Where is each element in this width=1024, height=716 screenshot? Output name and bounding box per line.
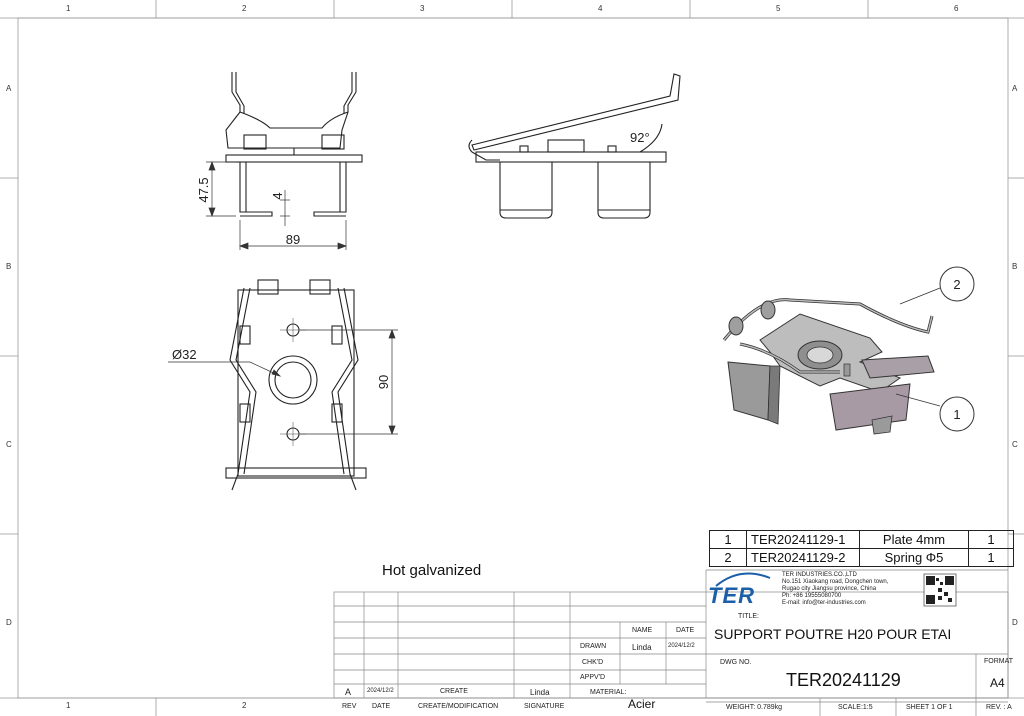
rev-row-desc: CREATE xyxy=(440,688,468,695)
rev-row-rev: A xyxy=(345,687,352,697)
rev-header: REV xyxy=(342,703,357,710)
format-label: FORMAT xyxy=(984,658,1014,665)
dim-width-label: 89 xyxy=(286,232,300,247)
bom-desc: Plate 4mm xyxy=(859,530,969,549)
drawing-title: SUPPORT POUTRE H20 POUR ETAI xyxy=(714,626,952,642)
qr-code xyxy=(923,573,957,607)
dim-gap-label: 4 xyxy=(270,192,285,199)
zone-right-d: D xyxy=(1012,618,1018,627)
zone-right-a: A xyxy=(1012,84,1018,93)
weight: WEIGHT: 0.789kg xyxy=(726,704,783,711)
bom-part: TER20241129-2 xyxy=(746,548,860,567)
dwg-number: TER20241129 xyxy=(786,670,901,690)
bom-desc: Spring Φ5 xyxy=(859,548,969,567)
bom-qty: 1 xyxy=(968,530,1014,549)
name-header: NAME xyxy=(632,627,653,634)
material-label: MATERIAL: xyxy=(590,689,627,696)
top-view xyxy=(225,279,367,491)
company-phone: Ph: +86 19555080700 xyxy=(782,593,842,599)
scale: SCALE:1:5 xyxy=(838,704,873,711)
company-address-2: Rugao city Jiangsu province, China xyxy=(782,586,877,592)
bom-row: 2 TER20241129-2 Spring Φ5 1 xyxy=(709,548,1014,567)
zone-top-1: 1 xyxy=(66,4,71,13)
bom-row: 1 TER20241129-1 Plate 4mm 1 xyxy=(709,530,1014,549)
approved-label: APPV'D xyxy=(580,674,606,681)
rev-signature-header: SIGNATURE xyxy=(524,703,565,710)
isometric-view xyxy=(722,298,935,435)
zone-top-6: 6 xyxy=(954,4,959,13)
zone-top-4: 4 xyxy=(598,4,603,13)
bom-item: 2 xyxy=(709,548,747,567)
title-block-grid xyxy=(333,569,1009,716)
company-name: TER INDUSTRIES.CO.,LTD xyxy=(782,572,857,578)
zone-left-c: C xyxy=(6,440,12,449)
drawn-date: 2024/12/2 xyxy=(668,643,695,649)
balloon-leaders xyxy=(895,287,941,407)
balloon-1-label: 1 xyxy=(953,407,960,422)
revision: REV. : A xyxy=(986,704,1012,711)
finish-note: Hot galvanized xyxy=(382,562,482,579)
dim-diameter-label: Ø32 xyxy=(172,347,197,362)
zone-right-b: B xyxy=(1012,262,1018,271)
company-address-1: No.151 Xiaokang road, Dongchen town, xyxy=(782,579,889,585)
zone-left-d: D xyxy=(6,618,12,627)
zone-right-c: C xyxy=(1012,440,1018,449)
dim-spacing-label: 90 xyxy=(376,375,391,389)
front-view xyxy=(225,72,363,217)
sheet-number: SHEET 1 OF 1 xyxy=(906,704,953,711)
bill-of-materials: 1 TER20241129-1 Plate 4mm 1 2 TER2024112… xyxy=(709,530,1014,567)
material-value: Acier xyxy=(628,697,656,711)
zone-top-2: 2 xyxy=(242,4,247,13)
drawn-name: Linda xyxy=(632,643,652,652)
dim-angle-label: 92° xyxy=(630,130,650,145)
top-view-centerlines xyxy=(280,318,306,446)
drawn-label: DRAWN xyxy=(580,643,607,650)
company-email: E-mail: info@ter-industries.com xyxy=(782,600,866,606)
date-header: DATE xyxy=(676,627,695,634)
bom-part: TER20241129-1 xyxy=(746,530,860,549)
dim-height-label: 47.5 xyxy=(196,177,211,202)
rev-row-date: 2024/12/2 xyxy=(367,688,394,694)
rev-row-signature: Linda xyxy=(530,688,550,697)
dwg-no-label: DWG NO. xyxy=(720,659,752,666)
top-view-dimensions xyxy=(168,329,398,435)
rev-date-header: DATE xyxy=(372,703,391,710)
format-value: A4 xyxy=(990,676,1005,690)
zone-top-3: 3 xyxy=(420,4,425,13)
bom-item: 1 xyxy=(709,530,747,549)
zone-top-5: 5 xyxy=(776,4,781,13)
company-logo: TER xyxy=(708,583,755,608)
zone-bottom-1: 1 xyxy=(66,701,71,710)
zone-left-a: A xyxy=(6,84,12,93)
title-label: TITLE: xyxy=(738,613,760,620)
balloon-2 xyxy=(939,266,975,302)
bom-qty: 1 xyxy=(968,548,1014,567)
zone-bottom-2: 2 xyxy=(242,701,247,710)
balloon-1 xyxy=(939,396,975,432)
front-view-dimensions xyxy=(206,161,347,250)
logo-swoosh-icon xyxy=(715,572,771,587)
balloon-2-label: 2 xyxy=(953,277,960,292)
checked-label: CHK'D xyxy=(582,659,604,666)
zone-left-b: B xyxy=(6,262,12,271)
side-view xyxy=(468,73,681,219)
rev-desc-header: CREATE/MODIFICATION xyxy=(418,703,499,710)
